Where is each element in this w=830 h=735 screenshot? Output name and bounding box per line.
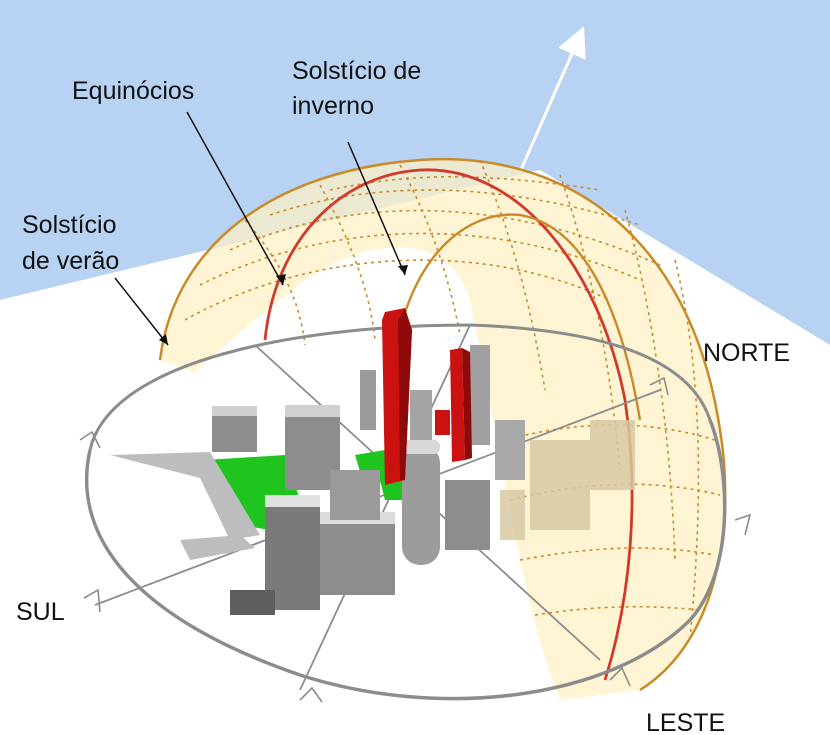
- equinox-arc: [263, 168, 634, 681]
- south-label: SUL: [16, 598, 65, 626]
- translucent-buildings: [500, 420, 635, 540]
- summer-solstice-label-line1: Solstício: [22, 211, 117, 239]
- horizon-ring-back: [88, 323, 712, 451]
- east-label: LESTE: [646, 709, 726, 735]
- target-buildings: [382, 308, 472, 485]
- label-leaders: [114, 111, 406, 346]
- sun-path-dome: [160, 159, 726, 700]
- north-label: NORTE: [703, 339, 791, 367]
- label-arrowheads: [159, 265, 408, 345]
- pavement: [110, 452, 260, 560]
- winter-solstice-arc: [398, 213, 642, 421]
- horizon-ring-front: [84, 419, 727, 701]
- winter-solstice-label-line2: inverno: [292, 92, 374, 120]
- summer-solstice-label-line2: de verão: [22, 247, 120, 275]
- north-arrow: [518, 26, 586, 173]
- compass-ticks: [79, 376, 752, 703]
- winter-solstice-label-line1: Solstício de: [292, 57, 422, 85]
- equinoxes-label: Equinócios: [72, 77, 195, 105]
- context-buildings: [212, 345, 525, 615]
